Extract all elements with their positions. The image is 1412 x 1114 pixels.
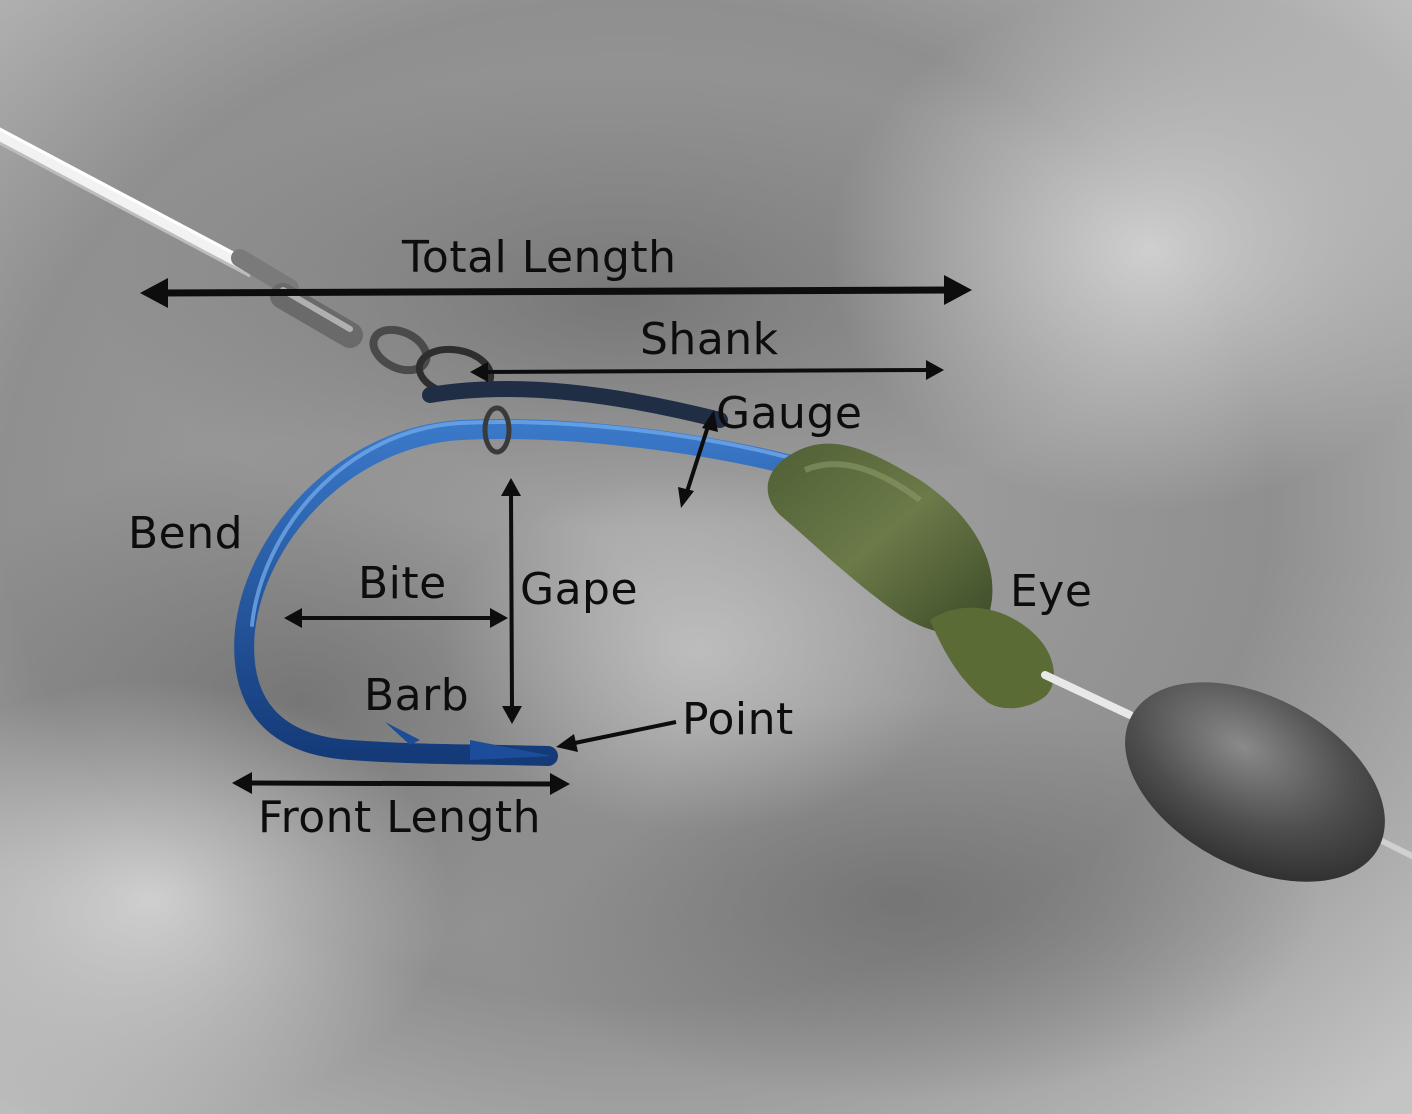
label-bite: Bite [358,558,447,609]
label-gauge: Gauge [716,388,863,439]
background-highlight [0,680,450,1114]
bite-arrow [284,608,508,628]
label-total-length: Total Length [402,232,677,283]
point-arrow [556,720,677,752]
annotation-arrows [140,275,972,795]
label-point: Point [682,694,794,745]
label-bend: Bend [128,508,244,559]
leader-line [1041,671,1412,860]
label-eye: Eye [1010,566,1093,617]
hook [234,381,820,766]
total-length-arrow [140,275,972,308]
label-barb: Barb [364,670,470,721]
shank-arrow [470,360,944,382]
gauge-arrow [678,410,718,508]
label-shank: Shank [640,314,779,365]
front-length-arrow [232,772,570,795]
background-highlight [830,0,1412,510]
label-front-length: Front Length [258,792,542,843]
lead-weight [1125,682,1385,882]
label-gape: Gape [520,564,639,615]
line-aligner-sleeve [767,443,1054,709]
braided-line [0,127,257,278]
gape-arrow [501,478,522,724]
